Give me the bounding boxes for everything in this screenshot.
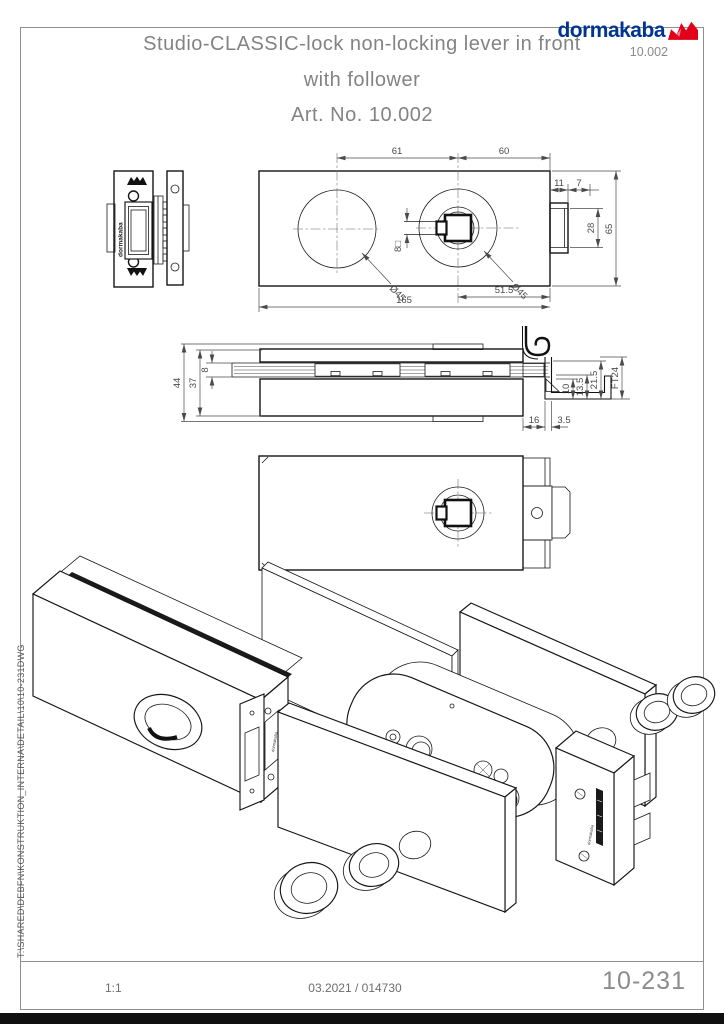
dim-37: 37	[188, 378, 199, 389]
dim-3-5: 3.5	[557, 415, 570, 426]
cover-plate-assembly-left: dormakaba	[31, 555, 303, 804]
end-plate	[239, 693, 265, 811]
footer-sheet-number: 10-231	[602, 967, 686, 995]
page-title-line3: Art. No. 10.002	[290, 104, 434, 126]
rosette-rings-middle	[273, 843, 400, 919]
dormakaba-logo-text: dormakaba	[557, 19, 665, 42]
page-title-line2: with follower	[303, 69, 421, 91]
footer-separator	[20, 961, 704, 962]
dim-16: 16	[529, 415, 540, 426]
screw-hole	[127, 190, 140, 202]
dim-ft24: FT24	[610, 367, 621, 389]
micro-brand-text: dormakaba	[270, 731, 279, 752]
view-section: 44 37 8 10 13.5 21.5 FT24	[172, 326, 630, 431]
dim-10: 10	[561, 384, 572, 395]
dim-165: 165	[396, 295, 412, 306]
view-back-plan	[258, 455, 571, 571]
footer-date-code: 03.2021 / 014730	[308, 981, 402, 995]
dim-44: 44	[172, 378, 183, 389]
page-title-line1: Studio-CLASSIC-lock non-locking lever in…	[143, 33, 581, 55]
spindle-square-hole	[443, 213, 473, 243]
view-top-plan: 61 60 11 7 28 65 51.5 165	[258, 146, 621, 312]
micro-brand-text: dormakaba	[586, 824, 595, 845]
dim-61: 61	[392, 146, 403, 157]
dim-8-square: 8□	[393, 241, 404, 252]
dim-8: 8	[200, 367, 211, 372]
dim-11: 11	[554, 178, 564, 189]
dim-13-5: 13.5	[575, 378, 586, 397]
lever-hub-hole	[133, 693, 203, 751]
dim-21-5: 21.5	[589, 371, 600, 390]
dim-51-5: 51.5	[495, 285, 514, 296]
dim-65: 65	[604, 224, 615, 235]
drawing-border-frame	[20, 27, 704, 1010]
dim-60: 60	[499, 146, 510, 157]
dormakaba-logo-mark-icon	[668, 21, 698, 40]
spindle-square-hole	[443, 498, 473, 528]
dim-28: 28	[586, 223, 597, 234]
brand-crown-icon	[127, 176, 147, 185]
view-exploded-isometric: dormakaba	[31, 555, 716, 919]
vertical-brand-text: dormakaba	[118, 222, 125, 257]
dim-7: 7	[576, 178, 581, 189]
file-path-text: T:\SHARED\DEBFN\KONSTRUKTION_INTERNA\DET…	[16, 644, 26, 958]
dormakaba-logo: dormakaba	[557, 19, 698, 43]
logo-article-code: 10.002	[629, 45, 668, 59]
cover-plate-middle	[276, 702, 518, 914]
bottom-black-bar	[0, 1013, 724, 1024]
brand-crown-icon	[127, 268, 147, 276]
footer-scale: 1:1	[105, 981, 122, 995]
view-front-elevation: dormakaba	[106, 170, 190, 288]
lever-hole	[398, 830, 432, 860]
rosette-rings-right	[629, 676, 716, 735]
